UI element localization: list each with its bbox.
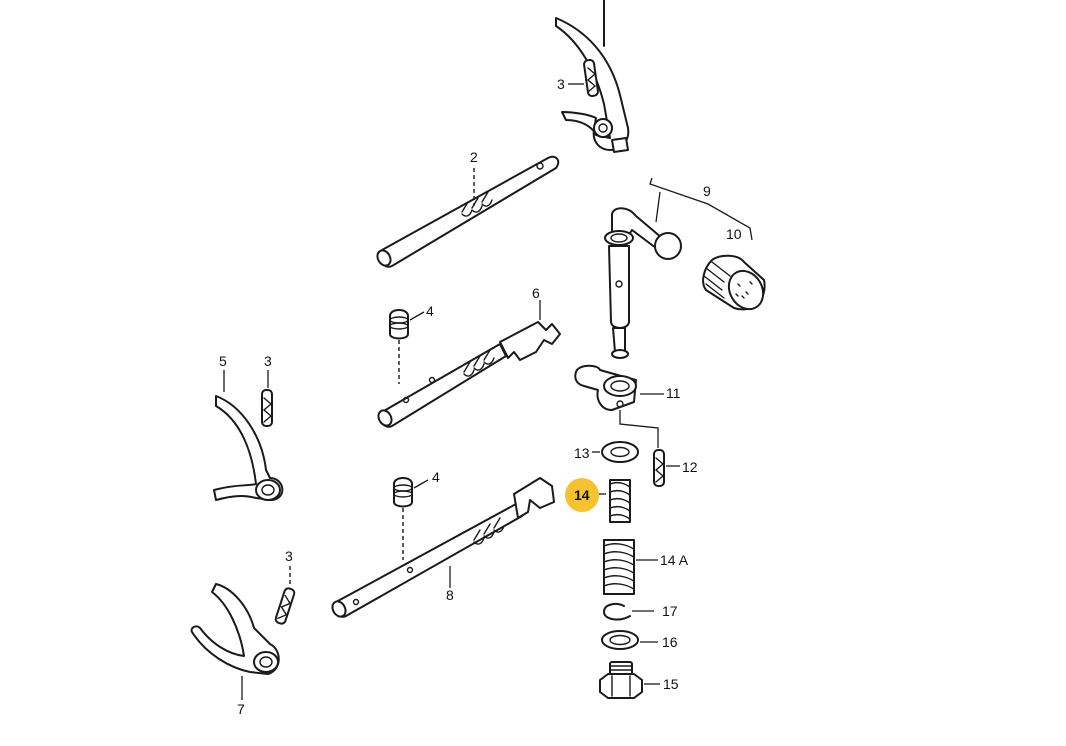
label-part-15: 15 <box>663 676 679 692</box>
part-13-washer[interactable] <box>592 441 639 463</box>
label-part-4-lower: 4 <box>432 469 440 485</box>
part-11-collar[interactable] <box>574 364 664 448</box>
label-part-12: 12 <box>682 459 698 475</box>
part-4-plunger-upper[interactable] <box>389 309 425 384</box>
part-3-roll-pin-lower[interactable] <box>274 566 296 625</box>
label-part-13: 13 <box>574 445 590 461</box>
part-6-shift-rod[interactable] <box>376 300 561 428</box>
label-part-4-upper: 4 <box>426 303 434 319</box>
label-part-6: 6 <box>532 285 540 301</box>
label-part-3-lower: 3 <box>285 548 293 564</box>
part-1-selector-fork[interactable] <box>555 0 630 153</box>
label-part-5: 5 <box>219 353 227 369</box>
part-16-washer[interactable] <box>601 630 658 650</box>
part-7-selector-fork[interactable] <box>190 583 280 700</box>
part-17-circlip[interactable] <box>603 603 654 621</box>
part-9-shift-finger[interactable] <box>604 177 753 359</box>
part-8-shift-rod[interactable] <box>330 477 555 619</box>
part-2-shift-rod[interactable] <box>375 155 560 268</box>
part-10-boot[interactable] <box>702 254 770 316</box>
part-15-plug[interactable] <box>599 661 660 699</box>
label-part-10: 10 <box>726 226 742 242</box>
part-3-roll-pin-top[interactable] <box>568 58 599 98</box>
label-part-2: 2 <box>470 149 478 165</box>
label-part-17: 17 <box>662 603 678 619</box>
label-part-14: 14 <box>574 487 590 503</box>
selected-part-marker[interactable]: 14 <box>565 478 599 512</box>
part-5-selector-fork[interactable] <box>213 370 284 501</box>
label-part-14a: 14 A <box>660 552 689 568</box>
part-14-spring[interactable] <box>596 479 631 523</box>
part-14a-spring[interactable] <box>603 539 658 595</box>
label-part-7: 7 <box>237 701 245 717</box>
label-part-11: 11 <box>666 385 681 401</box>
highlight-circle <box>565 478 599 512</box>
part-4-plunger-lower[interactable] <box>393 477 429 560</box>
part-3-roll-pin-middle[interactable] <box>261 370 273 427</box>
label-part-8: 8 <box>446 587 454 603</box>
label-part-3-top: 3 <box>557 76 565 92</box>
label-part-3-middle: 3 <box>264 353 272 369</box>
label-part-16: 16 <box>662 634 678 650</box>
label-part-9: 9 <box>703 183 711 199</box>
part-12-roll-pin[interactable] <box>653 449 680 487</box>
